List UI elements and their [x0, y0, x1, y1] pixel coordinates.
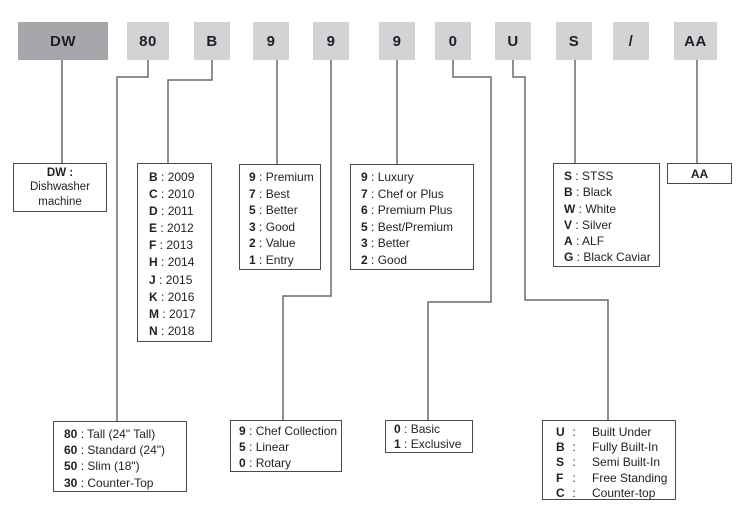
legend-item: C : Counter-top [556, 485, 656, 500]
legend-series: 9 : Luxury 7 : Chef or Plus 6 : Premium Pl… [350, 164, 474, 270]
legend-item: E : 2012 [149, 221, 194, 236]
legend-item: F : Free Standing [556, 470, 668, 485]
legend-item: 50 : Slim (18") [64, 459, 140, 474]
connector-collection [282, 60, 332, 420]
legend-item: 7 : Best [249, 186, 290, 201]
code-box-year: B [194, 22, 230, 60]
legend-item: F : 2013 [149, 238, 194, 253]
legend-item: 5 : Better [249, 203, 298, 218]
legend-item: 0 : Rotary [239, 456, 292, 470]
legend-item: 9 : Chef Collection [239, 424, 338, 438]
legend-item: 3 : Better [361, 236, 410, 251]
legend-item: M : 2017 [149, 306, 196, 321]
machine-line-2: Dishwasher [29, 181, 91, 194]
code-box-size: 80 [127, 22, 169, 60]
code-box-variant: 0 [435, 22, 471, 60]
legend-item: 5 : Best/Premium [361, 219, 454, 234]
legend-item: U : Built Under [556, 425, 652, 439]
connector-variant [427, 60, 492, 420]
legend-item: D : 2011 [149, 204, 194, 219]
legend-item: 1 : Exclusive [394, 437, 462, 451]
legend-item: G : Black Caviar [564, 250, 651, 265]
legend-suffix: AA [667, 163, 732, 184]
legend-year: B : 2009 C : 2010 D : 2011 E : 2012 F : 2013… [137, 163, 212, 342]
legend-item: 5 : Linear [239, 440, 290, 454]
legend-item: 2 : Good [361, 252, 408, 267]
legend-item: 30 : Counter-Top [64, 475, 154, 490]
legend-item: B : Black [564, 185, 613, 200]
legend-item: A : ALF [564, 234, 605, 249]
suffix-label: AA [690, 166, 709, 181]
legend-item: J : 2015 [149, 272, 193, 287]
legend-collection: 9 : Chef Collection 5 : Linear 0 : Rotary [230, 420, 342, 472]
legend-machine: DW : Dishwasher machine [13, 163, 107, 212]
legend-item: W : White [564, 201, 617, 216]
legend-item: 80 : Tall (24" Tall) [64, 427, 156, 441]
legend-item: N : 2018 [149, 323, 195, 338]
legend-item: 9 : Premium [249, 170, 314, 184]
legend-item: B : Fully Built-In [556, 440, 659, 455]
legend-item: B : 2009 [149, 170, 195, 184]
connector-year [167, 60, 213, 163]
legend-size: 80 : Tall (24" Tall) 60 : Standard (24")5… [53, 421, 187, 492]
legend-item: V : Silver [564, 217, 613, 232]
legend-item: K : 2016 [149, 289, 195, 304]
legend-item: 1 : Entry [249, 252, 294, 267]
code-box-slash: / [613, 22, 649, 60]
legend-item: C : 2010 [149, 187, 195, 202]
connector-installation [512, 60, 609, 420]
code-box-color: S [556, 22, 592, 60]
legend-item: S : STSS [564, 169, 614, 183]
legend-item: H : 2014 [149, 255, 195, 270]
legend-item: 0 : Basic [394, 422, 441, 436]
code-box-collection: 9 [313, 22, 349, 60]
legend-item: 7 : Chef or Plus [361, 186, 444, 201]
legend-item: 9 : Luxury [361, 170, 414, 184]
legend-item: S : Semi Built-In [556, 455, 661, 470]
code-box-grade: 9 [253, 22, 289, 60]
connector-size [116, 60, 149, 421]
legend-item: 2 : Value [249, 236, 296, 251]
machine-line-3: machine [38, 195, 82, 208]
code-box-suffix: AA [674, 22, 717, 60]
code-box-series: 9 [379, 22, 415, 60]
code-box-dw: DW [18, 22, 108, 60]
legend-item: 3 : Good [249, 219, 296, 234]
legend-item: 6 : Premium Plus [361, 203, 453, 218]
legend-item: 60 : Standard (24") [64, 443, 166, 458]
code-box-installation: U [495, 22, 531, 60]
machine-line-1: DW : [46, 166, 74, 179]
